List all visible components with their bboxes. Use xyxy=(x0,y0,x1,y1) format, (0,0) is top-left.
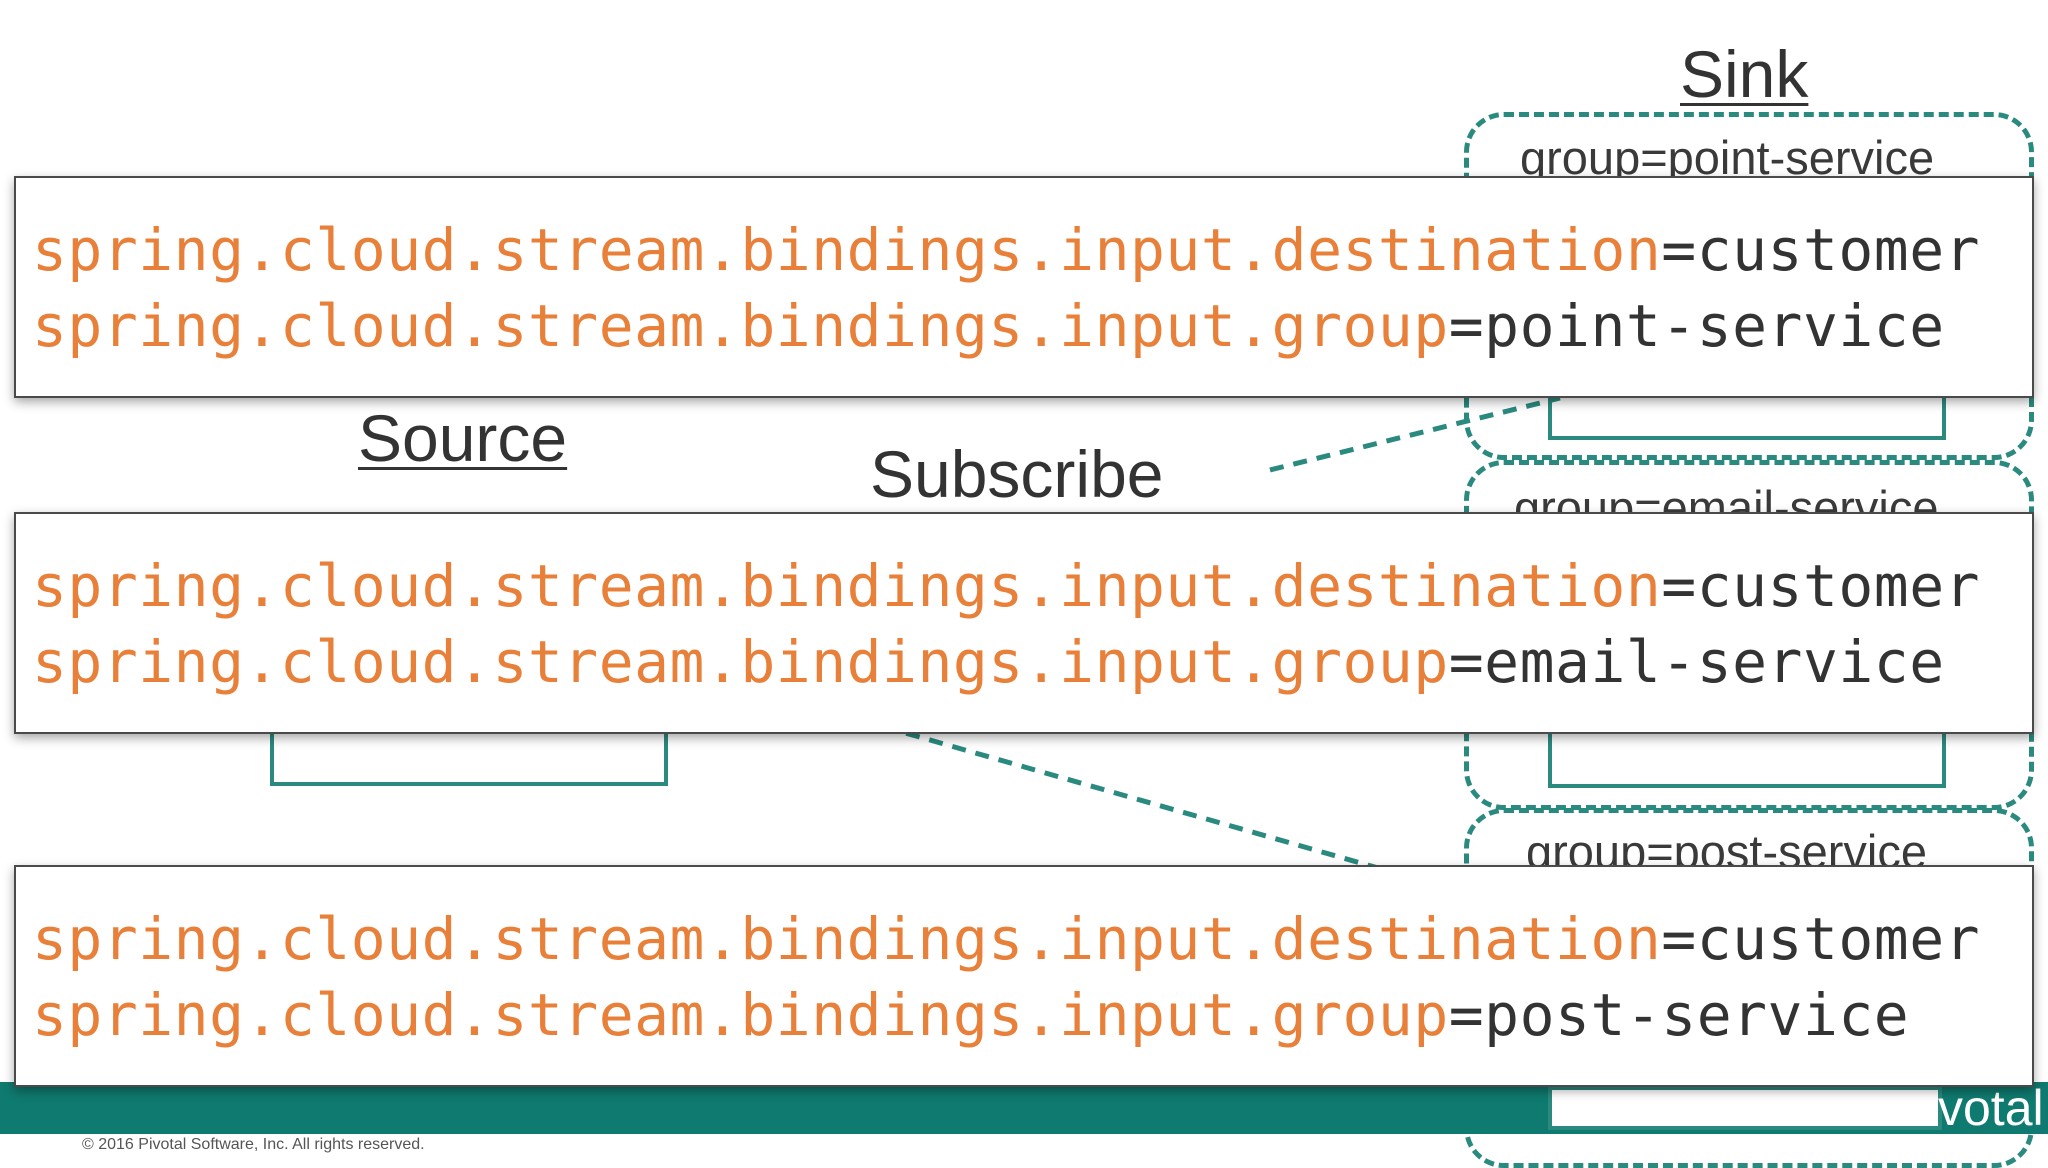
config-key: spring.cloud.stream.bindings.input.group xyxy=(32,628,1449,696)
config-value: =customer xyxy=(1661,552,1981,620)
config-value: =customer xyxy=(1661,216,1981,284)
sink-app-point-service xyxy=(1548,370,1946,440)
config-line-group: spring.cloud.stream.bindings.input.group… xyxy=(32,288,2032,364)
config-key: spring.cloud.stream.bindings.input.desti… xyxy=(32,905,1662,973)
config-value: =point-service xyxy=(1448,292,1945,360)
config-value: =post-service xyxy=(1448,981,1910,1049)
config-block-email-service: spring.cloud.stream.bindings.input.desti… xyxy=(14,512,2034,734)
config-value: =customer xyxy=(1661,905,1981,973)
sink-heading: Sink xyxy=(1680,37,1809,111)
config-line-destination: spring.cloud.stream.bindings.input.desti… xyxy=(32,548,2032,624)
sink-app-email-service xyxy=(1548,718,1946,788)
connector-to-email-service xyxy=(859,717,1421,883)
config-block-point-service: spring.cloud.stream.bindings.input.desti… xyxy=(14,176,2034,398)
config-line-group: spring.cloud.stream.bindings.input.group… xyxy=(32,624,2032,700)
config-key: spring.cloud.stream.bindings.input.group xyxy=(32,981,1449,1049)
pivotal-logo: votal xyxy=(1938,1080,2044,1136)
config-key: spring.cloud.stream.bindings.input.group xyxy=(32,292,1449,360)
sink-app-post-service xyxy=(1548,1086,1942,1130)
source-heading: Source xyxy=(358,401,568,475)
config-line-group: spring.cloud.stream.bindings.input.group… xyxy=(32,977,2032,1053)
config-line-destination: spring.cloud.stream.bindings.input.desti… xyxy=(32,901,2032,977)
config-key: spring.cloud.stream.bindings.input.desti… xyxy=(32,216,1662,284)
source-app-box xyxy=(270,720,668,786)
config-line-destination: spring.cloud.stream.bindings.input.desti… xyxy=(32,212,2032,288)
config-key: spring.cloud.stream.bindings.input.desti… xyxy=(32,552,1662,620)
copyright-text: © 2016 Pivotal Software, Inc. All rights… xyxy=(82,1136,425,1153)
subscribe-heading: Subscribe xyxy=(870,437,1164,511)
group-label-point-service: group=point-service xyxy=(1520,131,1935,184)
config-value: =email-service xyxy=(1448,628,1945,696)
config-block-post-service: spring.cloud.stream.bindings.input.desti… xyxy=(14,865,2034,1087)
connector-to-point-service xyxy=(1269,395,1561,473)
